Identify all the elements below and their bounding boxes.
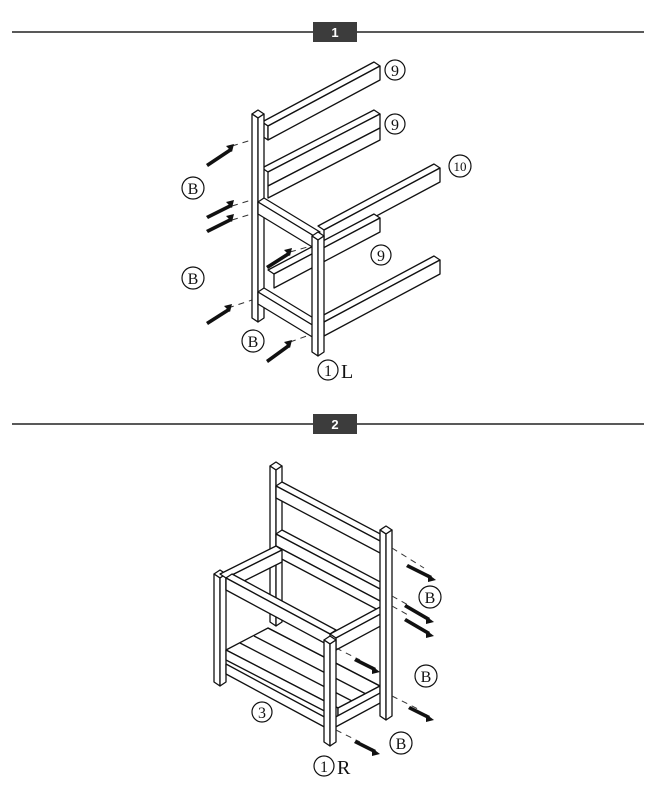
step-2-badge [313, 414, 357, 434]
svg-text:9: 9 [391, 63, 399, 80]
callout-screws-lower: B [389, 731, 413, 755]
callout-screws-lower: B [181, 266, 205, 290]
rail-mid [261, 109, 381, 199]
screw-guide [391, 605, 411, 617]
screw-icon [206, 144, 234, 167]
post-front-right [323, 635, 337, 747]
screw-icon [266, 248, 292, 269]
callout-rail-low: 9 [370, 244, 392, 266]
step-1-header: 1 [12, 22, 644, 42]
svg-text:1: 1 [320, 759, 328, 776]
frame-front-top [225, 573, 337, 647]
step-1-number: 1 [331, 25, 338, 40]
rail-top [261, 61, 381, 141]
svg-text:B: B [396, 736, 407, 753]
svg-text:10: 10 [454, 159, 467, 174]
frame-right-top [329, 605, 389, 651]
shelf-slats [225, 627, 381, 719]
step-2-number: 2 [331, 417, 338, 432]
step-1-illustration: 9 9 10 9 B B B 1 L [181, 59, 472, 383]
svg-text:3: 3 [258, 705, 266, 722]
screw-icon [354, 740, 380, 756]
screw-icon [404, 618, 434, 638]
callout-screws-mid: B [414, 664, 438, 688]
callout-side-frame: 1 L [317, 359, 353, 383]
callout-side-frame: 1 R [313, 755, 351, 779]
callout-rail-mid: 9 [384, 113, 406, 135]
rail-bottom [317, 255, 441, 337]
step-1-badge [313, 22, 357, 42]
side-suffix: L [341, 361, 353, 383]
side-frame-left [251, 109, 325, 357]
step-2-illustration: B B B 3 1 R [213, 461, 442, 779]
side-suffix: R [337, 757, 351, 779]
callout-rail-long: 10 [448, 154, 472, 178]
callout-shelf: 3 [251, 701, 273, 723]
screw-icon [408, 706, 434, 722]
callout-rail-top: 9 [384, 59, 406, 81]
post-back-right [379, 525, 393, 721]
svg-text:B: B [425, 590, 436, 607]
svg-text:9: 9 [391, 117, 399, 134]
post-back-left [269, 461, 283, 627]
step-2-header: 2 [12, 414, 644, 434]
back-rail-mid [275, 529, 389, 613]
callout-screws-upper: B [418, 585, 442, 609]
screw-guide [391, 695, 421, 711]
svg-text:9: 9 [377, 248, 385, 265]
svg-text:B: B [248, 334, 259, 351]
callout-screws-bottom: B [241, 329, 265, 353]
svg-text:B: B [421, 669, 432, 686]
post-front-left [213, 569, 227, 687]
svg-text:B: B [188, 271, 199, 288]
screw-icon [354, 658, 380, 674]
screw-icon [206, 200, 234, 219]
svg-text:B: B [188, 181, 199, 198]
screw-icon [206, 214, 234, 233]
svg-text:1: 1 [324, 363, 332, 380]
screw-icon [206, 304, 232, 325]
screw-icon [404, 604, 434, 624]
callout-screws-upper: B [181, 176, 205, 200]
screw-guide [391, 595, 411, 607]
screw-icon [406, 564, 436, 582]
screw-icon [266, 340, 292, 363]
